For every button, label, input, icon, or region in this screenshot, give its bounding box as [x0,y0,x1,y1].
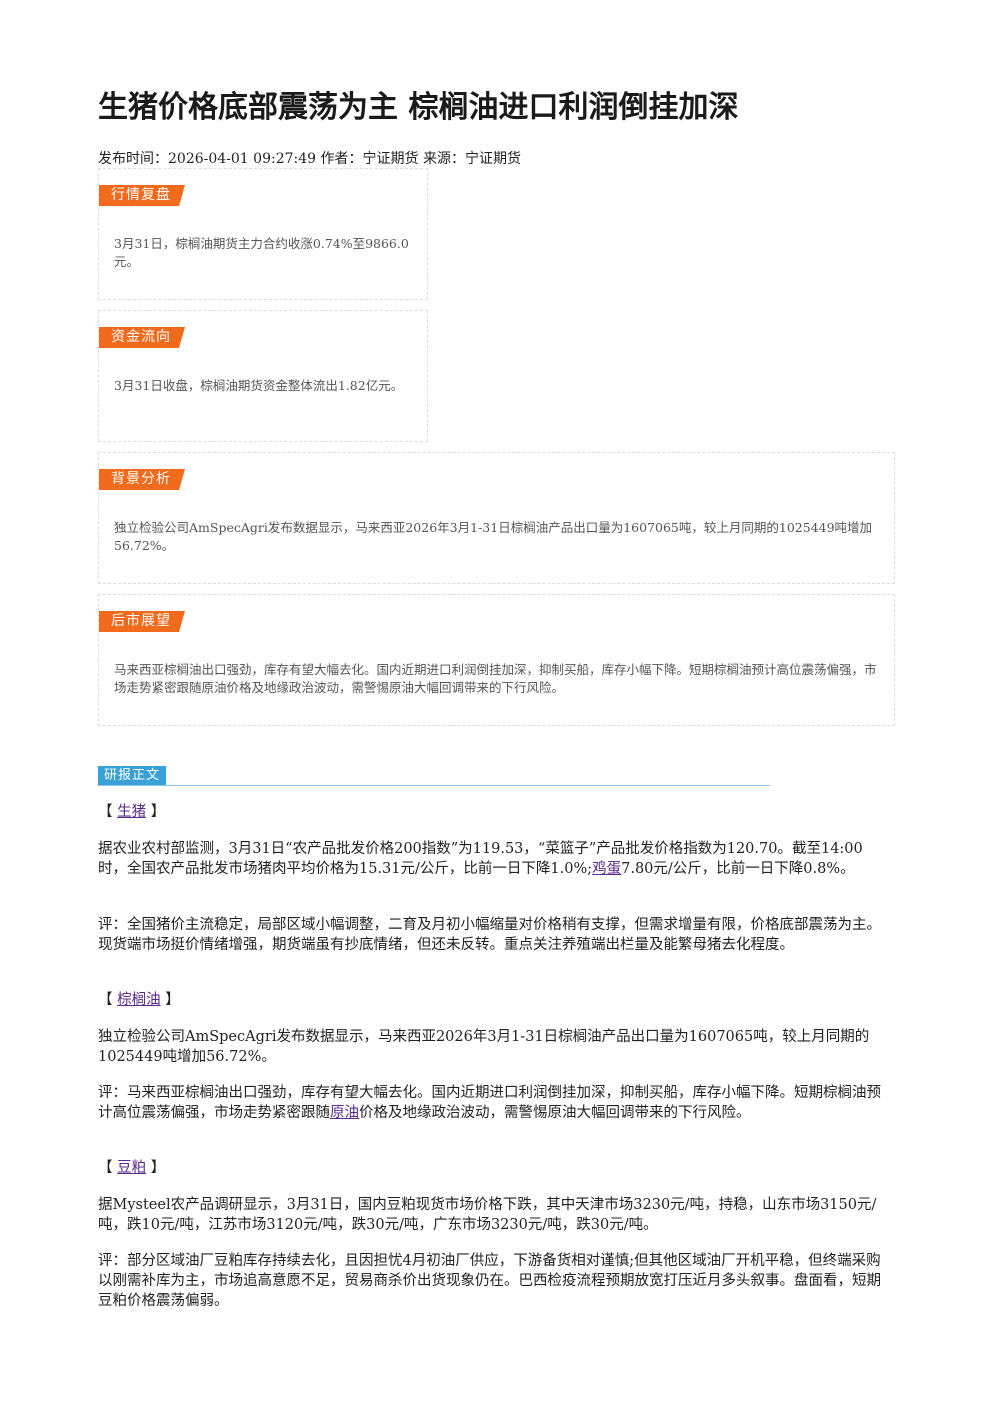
bracket-open: 【 [98,992,113,1008]
link-eggs[interactable]: 鸡蛋 [592,861,622,877]
bracket-close: 】 [165,992,180,1008]
section-paragraph: 据Mysteel农产品调研显示，3月31日，国内豆粕现货市场价格下跌，其中天津市… [98,1197,877,1233]
section-link-hog[interactable]: 生猪 [117,804,147,820]
section-paragraph: 据农业农村部监测，3月31日“农产品批发价格200指数”为119.53，“菜篮子… [98,839,888,879]
section-heading-palm-oil: 【 棕榈油 】 [98,990,180,1010]
summary-tag: 资金流向 [99,327,185,348]
section-paragraph: 独立检验公司AmSpecAgri发布数据显示，马来西亚2026年3月1-31日棕… [98,1029,870,1065]
paragraph-text: 价格及地缘政治波动，需警惕原油大幅回调带来的下行风险。 [359,1105,751,1121]
summary-box-background: 背景分析 独立检验公司AmSpecAgri发布数据显示，马来西亚2026年3月1… [98,452,895,584]
section-heading-hog: 【 生猪 】 [98,802,165,822]
bracket-close: 】 [150,804,166,820]
section-heading-soybean-meal: 【 豆粕 】 [98,1158,165,1178]
summary-tag: 行情复盘 [99,185,185,206]
section-link-palm-oil[interactable]: 棕榈油 [117,992,161,1008]
paragraph-text: 据农业农村部监测，3月31日“农产品批发价格200指数”为119.53，“菜篮子… [98,841,863,877]
bracket-open: 【 [98,1160,113,1176]
section-comment: 评：全国猪价主流稳定，局部区域小幅调整，二育及月初小幅缩量对价格稍有支撑，但需求… [98,917,881,953]
paragraph-text: 7.80元/公斤，比前一日下降0.8%。 [621,861,855,877]
summary-box-outlook: 后市展望 马来西亚棕榈油出口强劲，库存有望大幅去化。国内近期进口利润倒挂加深，抑… [98,594,895,726]
summary-text: 独立检验公司AmSpecAgri发布数据显示，马来西亚2026年3月1-31日棕… [114,520,873,553]
summary-box-market-review: 行情复盘 3月31日，棕榈油期货主力合约收涨0.74%至9866.0元。 [98,168,428,300]
article-meta: 发布时间：2026-04-01 09:27:49 作者：宁证期货 来源：宁证期货 [98,151,521,167]
report-divider [98,785,770,786]
summary-text: 马来西亚棕榈油出口强劲，库存有望大幅去化。国内近期进口利润倒挂加深，抑制买船，库… [114,662,877,695]
summary-tag: 后市展望 [99,611,185,632]
summary-text: 3月31日收盘，棕榈油期货资金整体流出1.82亿元。 [114,378,404,393]
bracket-close: 】 [150,1160,166,1176]
bracket-open: 【 [98,804,113,820]
section-link-soybean-meal[interactable]: 豆粕 [117,1160,147,1176]
section-comment: 评：马来西亚棕榈油出口强劲，库存有望大幅去化。国内近期进口利润倒挂加深，抑制买船… [98,1083,888,1123]
section-comment: 评：部分区域油厂豆粕库存持续去化，且因担忧4月初油厂供应，下游备货相对谨慎;但其… [98,1253,881,1309]
summary-tag: 背景分析 [99,469,185,490]
article-title: 生猪价格底部震荡为主 棕榈油进口利润倒挂加深 [98,90,739,125]
report-body-tag: 研报正文 [98,766,167,786]
paragraph-text: 评：马来西亚棕榈油出口强劲，库存有望大幅去化。国内近期进口利润倒挂加深，抑制买船… [98,1085,881,1121]
link-crude-oil[interactable]: 原油 [330,1105,359,1121]
summary-text: 3月31日，棕榈油期货主力合约收涨0.74%至9866.0元。 [114,236,409,269]
summary-box-fund-flow: 资金流向 3月31日收盘，棕榈油期货资金整体流出1.82亿元。 [98,310,428,442]
